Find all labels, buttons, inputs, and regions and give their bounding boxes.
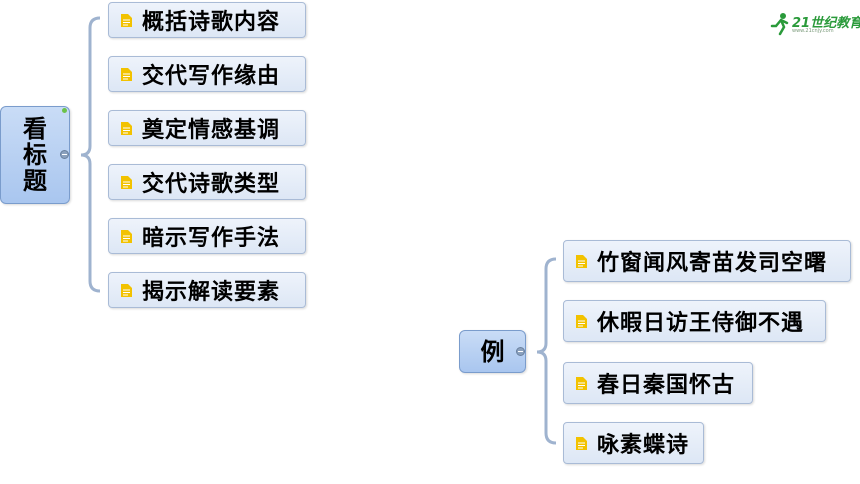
example-node[interactable]: 春日秦国怀古 [563,362,753,404]
topic-node[interactable]: 揭示解读要素 [108,272,306,308]
topic-node[interactable]: 奠定情感基调 [108,110,306,146]
note-icon [121,175,132,189]
example-label: 咏素蝶诗 [597,433,690,458]
collapse-toggle-right[interactable] [516,347,525,356]
topic-label: 奠定情感基调 [142,118,281,143]
topic-node[interactable]: 交代写作缘由 [108,56,306,92]
example-node[interactable]: 竹窗闻风寄苗发司空曙 [563,240,851,282]
note-icon [576,254,587,268]
runner-icon [770,13,789,36]
topic-node[interactable]: 交代诗歌类型 [108,164,306,200]
right-bracket [536,257,557,445]
note-icon [121,67,132,81]
example-node[interactable]: 咏素蝶诗 [563,422,704,464]
note-icon [576,314,587,328]
example-label: 春日秦国怀古 [597,373,736,398]
example-node[interactable]: 休暇日访王侍御不遇 [563,300,826,342]
topic-label: 揭示解读要素 [142,280,281,305]
logo-brand-text: 21世纪教育 [792,16,860,31]
topic-label: 暗示写作手法 [142,226,281,251]
note-icon [576,436,587,450]
note-icon [121,13,132,27]
topic-label: 概括诗歌内容 [142,10,281,35]
note-icon [121,229,132,243]
root-node-label: 看标题 [23,115,47,195]
root-node-title[interactable]: 看标题 [0,106,70,204]
example-label: 竹窗闻风寄苗发司空曙 [597,251,828,276]
status-dot [62,108,67,113]
logo-url-text: www.21cnjy.com [792,28,834,34]
root-node-example[interactable]: 例 [459,330,526,373]
note-icon [576,376,587,390]
collapse-toggle-left[interactable] [60,150,69,159]
brand-logo: 21世纪教育 www.21cnjy.com [770,12,860,38]
example-label: 休暇日访王侍御不遇 [597,311,805,336]
left-bracket [80,16,101,293]
topic-label: 交代诗歌类型 [142,172,281,197]
topic-label: 交代写作缘由 [142,64,281,89]
note-icon [121,283,132,297]
topic-node[interactable]: 暗示写作手法 [108,218,306,254]
note-icon [121,121,132,135]
root-node-label: 例 [480,337,505,366]
topic-node[interactable]: 概括诗歌内容 [108,2,306,38]
